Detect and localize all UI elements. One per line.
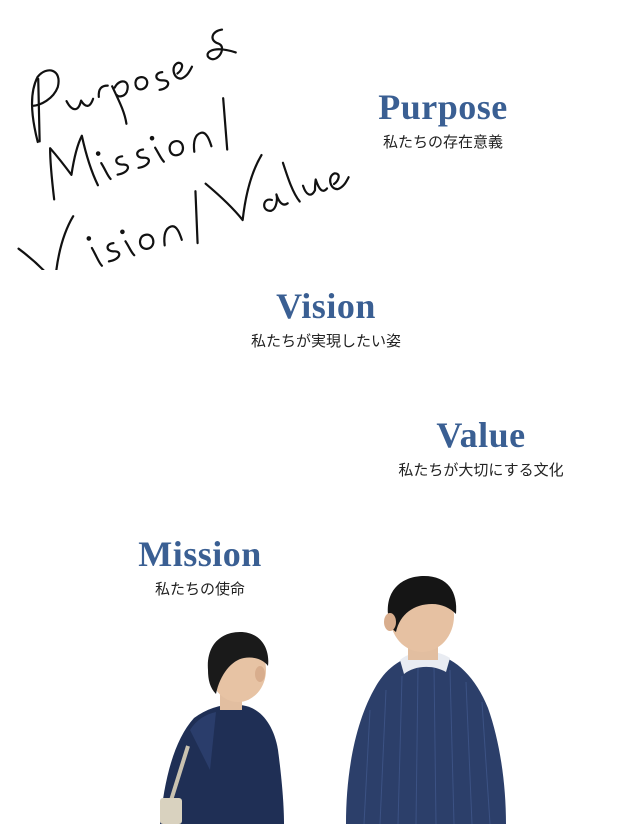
value-heading: Value (436, 415, 526, 455)
right-person-figure (346, 576, 506, 824)
vision-subtitle: 私たちが実現したい姿 (250, 332, 401, 350)
mission-section: Mission 私たちの使命 (130, 536, 270, 598)
mission-subtitle: 私たちの使命 (154, 580, 245, 598)
purpose-section: Purpose 私たちの存在意義 (368, 89, 518, 151)
value-subtitle: 私たちが大切にする文化 (398, 461, 564, 479)
mission-heading: Mission (138, 534, 262, 574)
vision-section: Vision 私たちが実現したい姿 (226, 288, 426, 350)
value-section: Value 私たちが大切にする文化 (376, 417, 586, 479)
vision-heading: Vision (276, 286, 376, 326)
business-people-photo (150, 570, 520, 824)
script-title-logo (0, 0, 360, 270)
purpose-heading: Purpose (378, 87, 508, 127)
purpose-subtitle: 私たちの存在意義 (382, 133, 503, 151)
left-person-figure (160, 632, 284, 824)
